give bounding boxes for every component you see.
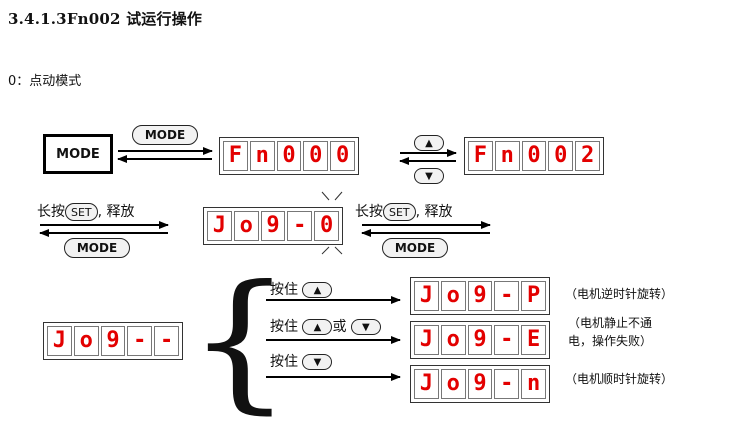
- digit: o: [440, 325, 466, 355]
- mode-button-label-left: MODE: [64, 238, 130, 258]
- digit: J: [414, 325, 439, 355]
- note-forward: （电机逆时针旋转）: [565, 287, 674, 301]
- hold-down-label: 按住 ▼: [270, 351, 333, 371]
- digit: -: [494, 281, 520, 311]
- digit: -: [494, 369, 520, 399]
- digit: -: [494, 325, 520, 355]
- display-fn002: F n 0 0 2: [464, 137, 604, 175]
- digit: 9: [100, 326, 126, 356]
- set-button-label: SET: [65, 203, 98, 221]
- up-triangle-icon: ▲: [313, 284, 322, 296]
- digit: F: [223, 141, 248, 171]
- display-jog0: J o 9 - 0: [203, 207, 343, 245]
- digit: P: [521, 281, 546, 311]
- note-reverse: （电机顺时针旋转）: [565, 372, 674, 386]
- hold-up-label: 按住 ▲: [270, 279, 333, 299]
- digit: o: [73, 326, 99, 356]
- note-stop-line1: （电机静止不通: [568, 316, 653, 330]
- note-stop-line2: 电，操作失败）: [568, 334, 653, 348]
- digit: 0: [276, 141, 302, 171]
- section-title: 3.4.1.3Fn002 试运行操作: [8, 10, 203, 28]
- digit: 2: [575, 141, 600, 171]
- up-button: ▲: [414, 135, 444, 151]
- digit: 0: [521, 141, 547, 171]
- digit: -: [154, 326, 179, 356]
- digit: o: [440, 281, 466, 311]
- blink-marks: [321, 191, 343, 255]
- down-triangle-icon: ▼: [313, 356, 322, 368]
- up-triangle-icon: ▲: [313, 321, 322, 333]
- digit: J: [414, 281, 439, 311]
- digit: E: [521, 325, 546, 355]
- digit: F: [468, 141, 493, 171]
- digit: 0: [330, 141, 355, 171]
- hold-both-label: 按住 ▲或 ▼: [270, 316, 381, 336]
- digit: 9: [467, 325, 493, 355]
- digit: o: [233, 211, 259, 241]
- display-jog-dash: J o 9 - -: [43, 322, 183, 360]
- mode-subtitle: 0：点动模式: [8, 74, 82, 89]
- digit: 0: [314, 211, 339, 241]
- digit: n: [249, 141, 275, 171]
- digit: -: [287, 211, 313, 241]
- down-button: ▼: [350, 319, 381, 335]
- digit: 9: [467, 369, 493, 399]
- digit: 0: [548, 141, 574, 171]
- down-triangle-icon: ▼: [425, 170, 433, 182]
- digit: J: [207, 211, 232, 241]
- digit: 0: [303, 141, 329, 171]
- mode-button-label: MODE: [132, 125, 198, 145]
- down-triangle-icon: ▼: [362, 321, 370, 333]
- display-jog-e: J o 9 - E: [410, 321, 550, 359]
- mode-key: MODE: [43, 134, 113, 174]
- digit: 9: [260, 211, 286, 241]
- down-button: ▼: [302, 354, 333, 370]
- up-button: ▲: [302, 319, 333, 335]
- up-button: ▲: [302, 282, 333, 298]
- down-button: ▼: [414, 168, 444, 184]
- mode-button-label-right: MODE: [382, 238, 448, 258]
- set-button-label: SET: [383, 203, 416, 221]
- digit: o: [440, 369, 466, 399]
- display-fn000: F n 0 0 0: [219, 137, 359, 175]
- digit: n: [494, 141, 520, 171]
- digit: -: [127, 326, 153, 356]
- display-jog-n: J o 9 - n: [410, 365, 550, 403]
- up-triangle-icon: ▲: [425, 137, 433, 149]
- digit: J: [414, 369, 439, 399]
- digit: 9: [467, 281, 493, 311]
- display-jog-p: J o 9 - P: [410, 277, 550, 315]
- digit: n: [521, 369, 546, 399]
- digit: J: [47, 326, 72, 356]
